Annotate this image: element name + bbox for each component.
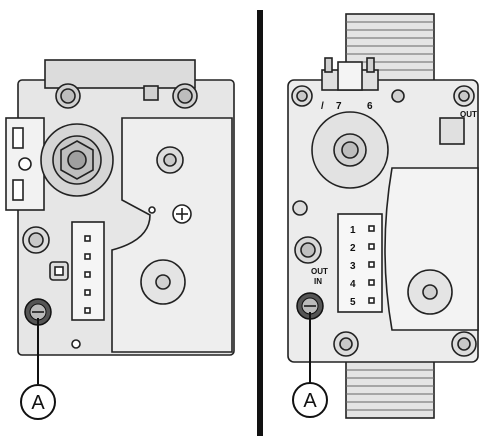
right-pin-5: 5 xyxy=(350,297,356,308)
left-callout-label: A xyxy=(31,392,45,414)
right-pin-2: 2 xyxy=(350,243,356,254)
right-fins xyxy=(346,21,434,411)
right-callout-circle xyxy=(292,382,328,418)
right-top-left-mark: / xyxy=(321,101,324,112)
left-valve xyxy=(5,59,235,356)
right-pin-3: 3 xyxy=(350,261,356,272)
right-top-number-6: 6 xyxy=(367,101,373,112)
right-pin-connector xyxy=(337,213,383,313)
right-valve xyxy=(287,13,479,419)
right-port-label-out: OUT xyxy=(311,267,328,276)
right-corner-out-label: OUT xyxy=(460,110,477,119)
right-pin-4: 4 xyxy=(350,279,356,290)
left-valve-top-boss xyxy=(44,59,196,89)
right-callout-label: A xyxy=(303,390,317,412)
divider-line xyxy=(257,10,263,436)
right-port-label-in: IN xyxy=(314,277,322,286)
right-top-number-7: 7 xyxy=(336,101,342,112)
left-test-nipple xyxy=(24,298,52,326)
right-pin-1: 1 xyxy=(350,225,356,236)
left-coil-plate xyxy=(111,117,233,353)
left-callout-circle xyxy=(20,384,56,420)
